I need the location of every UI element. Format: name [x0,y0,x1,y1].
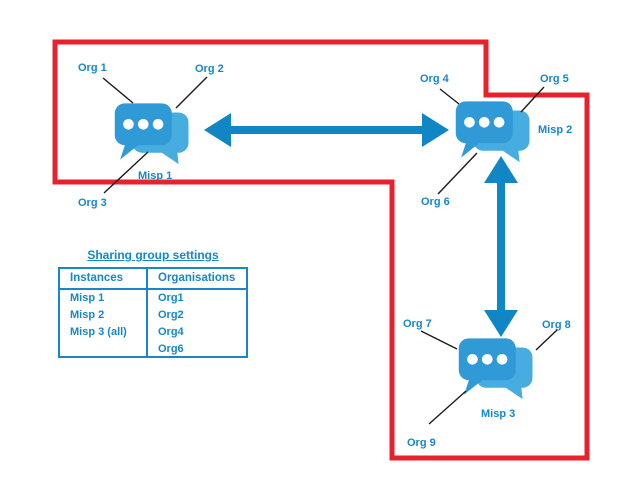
organisations-column: Organisations Org1 Org2 Org4 Org6 [148,269,246,356]
org9-label: Org 9 [407,437,436,449]
org7-label: Org 7 [403,318,432,330]
sharing-group-settings-table: Instances Misp 1 Misp 2 Misp 3 (all) Org… [58,267,248,358]
instance-cell: Misp 1 [70,292,105,304]
org4-label: Org 4 [420,73,449,85]
org2-label: Org 2 [195,63,224,75]
misp3-instance-icon [458,338,533,400]
organisation-cell: Org1 [158,292,184,304]
org3-label: Org 3 [78,197,107,209]
sync-arrow-misp1-misp2 [204,113,449,147]
sharing-group-settings-panel: Sharing group settings Instances Misp 1 … [58,248,248,358]
org8-label: Org 8 [542,319,571,331]
connector-org8-misp3 [535,329,558,351]
organisations-header: Organisations [148,269,246,290]
instances-column: Instances Misp 1 Misp 2 Misp 3 (all) [60,269,148,356]
organisation-cell: Org4 [158,326,184,338]
misp1-instance-icon [114,103,189,165]
organisation-cell: Org6 [158,343,184,355]
org1-label: Org 1 [78,62,107,74]
connector-org1-misp1 [102,77,134,104]
instance-cell: Misp 2 [70,309,105,321]
org5-label: Org 5 [540,73,569,85]
organisation-cell: Org2 [158,309,184,321]
org6-label: Org 6 [421,196,450,208]
sharing-group-settings-title: Sharing group settings [87,248,219,262]
misp2-label: Misp 2 [538,124,573,136]
instances-header: Instances [60,269,146,290]
misp1-label: Misp 1 [138,170,173,182]
instance-cell: Misp 3 (all) [70,326,127,338]
misp3-label: Misp 3 [481,408,516,420]
misp2-instance-icon [455,101,530,163]
sync-arrow-misp2-misp3 [484,156,518,337]
connector-org7-misp3 [420,330,458,350]
